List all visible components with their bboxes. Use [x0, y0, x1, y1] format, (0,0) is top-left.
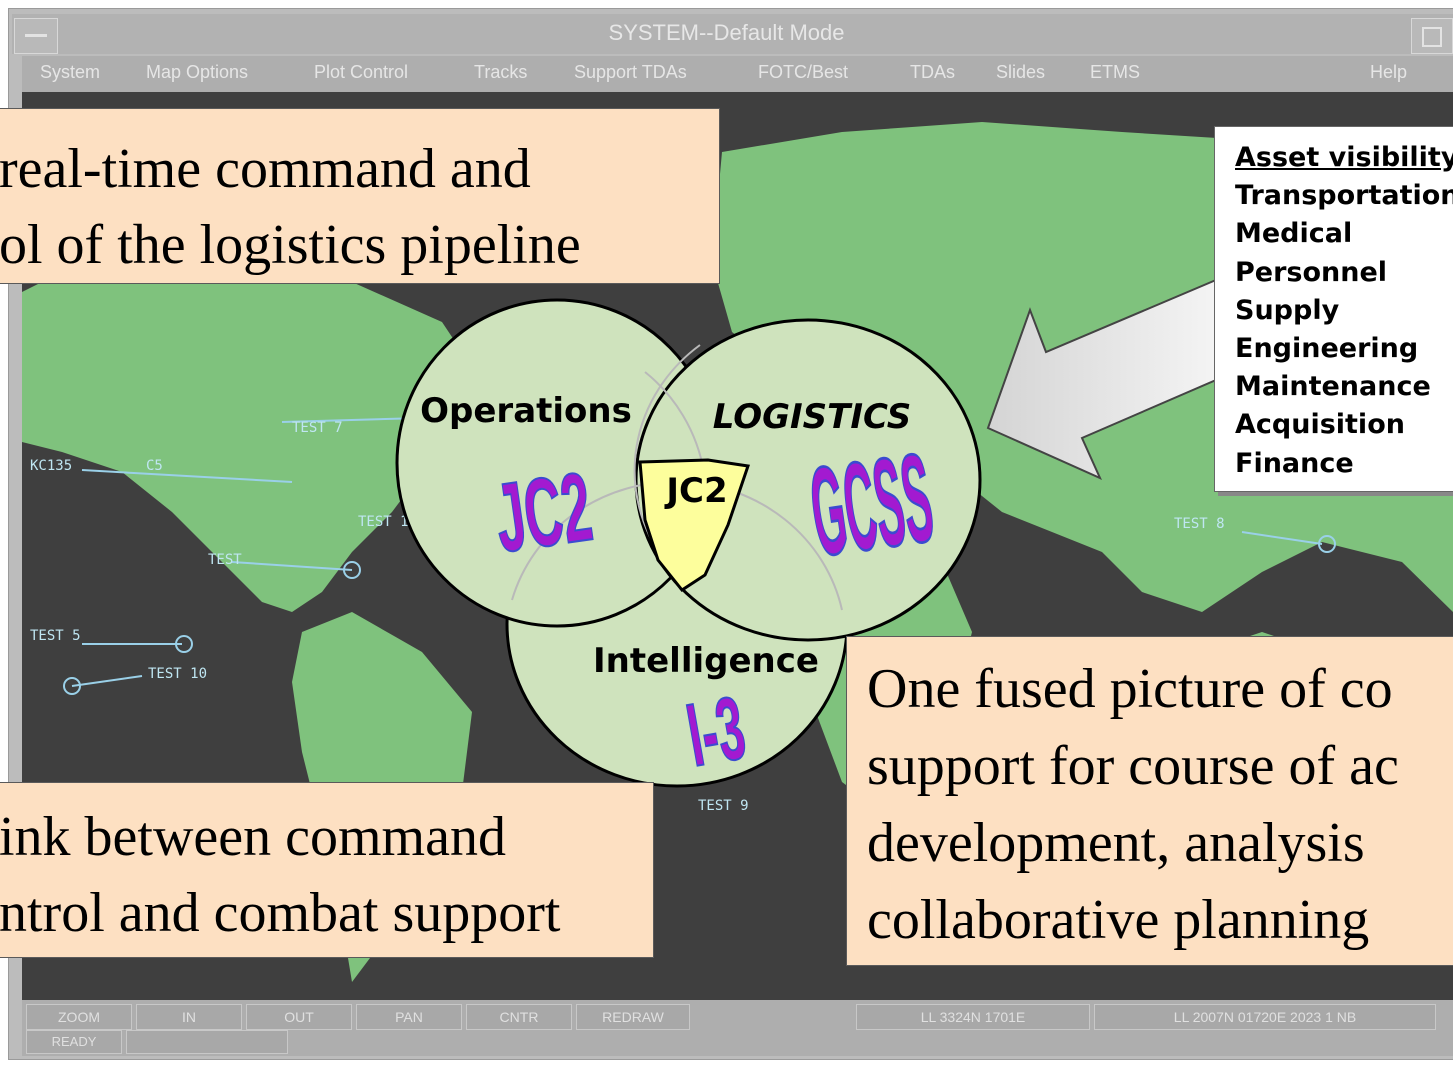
domains-list-box: Asset visibility Transportation Medical … [1214, 126, 1453, 492]
track-label: TEST [208, 552, 242, 568]
domain-item: Acquisition [1235, 409, 1405, 441]
coordinate-readout: LL 3324N 1701E [856, 1004, 1090, 1030]
domains-header: Asset visibility [1235, 142, 1453, 173]
callout-line: collaborative planning [867, 889, 1370, 951]
track-endpoint [175, 635, 193, 653]
track-line [71, 675, 143, 687]
menu-plot-control[interactable]: Plot Control [314, 62, 409, 82]
track-label: TEST 9 [698, 798, 749, 814]
track-line [281, 417, 423, 423]
menu-bar [22, 56, 1453, 92]
operations-label: Operations [420, 391, 632, 431]
center-button[interactable]: CNTR [466, 1004, 572, 1030]
domain-item: Maintenance [1235, 371, 1431, 403]
track-label: TEST 5 [30, 628, 81, 644]
track-endpoint [63, 677, 81, 695]
arrow-shape [986, 278, 1217, 480]
maximize-button[interactable] [1411, 18, 1453, 54]
zoom-out-button[interactable]: OUT [246, 1004, 352, 1030]
track-label: KC135 [30, 458, 72, 474]
track-label: TEST 1 [358, 514, 409, 530]
callout-line: ntrol and combat support [0, 882, 561, 944]
logistics-circle [634, 318, 982, 642]
menu-map-options[interactable]: Map Options [146, 62, 249, 82]
domain-item: Finance [1235, 447, 1354, 479]
window-menu-button[interactable] [14, 18, 58, 54]
zoom-in-button[interactable]: IN [136, 1004, 242, 1030]
track-line [1241, 531, 1323, 545]
menu-slides[interactable]: Slides [996, 62, 1046, 82]
intelligence-label: Intelligence [593, 641, 819, 681]
track-line [231, 561, 353, 571]
north-america-landmass [22, 242, 482, 612]
track-label: C5 [146, 458, 163, 474]
callout-line: development, analysis [867, 812, 1365, 874]
track-label: TEST 10 [148, 666, 207, 682]
status-field [126, 1030, 288, 1054]
menu-tdas[interactable]: TDAs [910, 62, 955, 82]
pan-button[interactable]: PAN [356, 1004, 462, 1030]
track-line [81, 469, 293, 483]
status-text: READY [26, 1030, 122, 1054]
gcss-system-label: GCSS [803, 426, 941, 582]
track-lines [63, 417, 1336, 695]
menu-fotc-best[interactable]: FOTC/Best [758, 62, 849, 82]
menu-tracks[interactable]: Tracks [474, 62, 528, 82]
jc2-system-label: JC2 [489, 451, 598, 573]
zoom-button[interactable]: ZOOM [26, 1004, 132, 1030]
window-title: SYSTEM--Default Mode [608, 20, 845, 45]
domain-item: Personnel [1235, 256, 1388, 288]
logistics-label: LOGISTICS [713, 397, 911, 437]
menu-etms[interactable]: ETMS [1090, 62, 1141, 82]
callout-line: real-time command and [0, 138, 531, 200]
coordinate-readout: LL 2007N 01720E 2023 1 NB [1094, 1004, 1436, 1030]
track-endpoint [1318, 535, 1336, 553]
callout-line: ink between command [0, 806, 506, 868]
menu-support-tdas[interactable]: Support TDAs [574, 62, 687, 82]
track-label: TEST 7 [292, 420, 343, 436]
callout-top-left: real-time command and ol of the logistic… [0, 108, 720, 284]
domain-item: Transportation [1235, 180, 1453, 212]
menu-help[interactable]: Help [1370, 62, 1408, 82]
center-label: JC2 [664, 471, 727, 511]
callout-bottom-right: One fused picture of co support for cour… [846, 636, 1453, 966]
track-endpoint [343, 561, 361, 579]
jc2-center-region [638, 458, 750, 593]
domain-item: Medical [1235, 218, 1353, 250]
track-label: TEST 8 [1174, 516, 1225, 532]
callout-bottom-left: ink between command ntrol and combat sup… [0, 782, 654, 958]
menu-system[interactable]: System [40, 62, 101, 82]
domain-item: Supply [1235, 294, 1340, 326]
domain-item: Engineering [1235, 333, 1419, 365]
title-bar [12, 14, 1453, 54]
callout-line: support for course of ac [867, 735, 1399, 797]
redraw-button[interactable]: REDRAW [576, 1004, 690, 1030]
callout-line: One fused picture of co [867, 658, 1393, 720]
callout-line: ol of the logistics pipeline [0, 214, 581, 276]
